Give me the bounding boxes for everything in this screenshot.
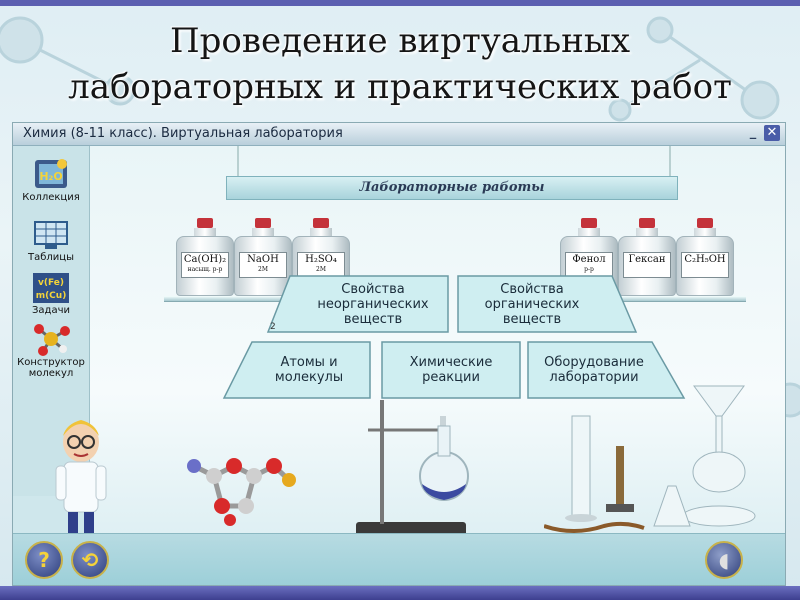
sound-button[interactable]: ◖ (705, 541, 743, 579)
category-shape (527, 341, 686, 399)
category-label: Свойства органических веществ (484, 281, 580, 327)
bottle-neck (578, 228, 600, 238)
back-button[interactable]: ⟲ (71, 541, 109, 579)
lab-works-header: Лабораторные работы (226, 176, 678, 200)
svg-text:m(Cu): m(Cu) (36, 291, 67, 301)
window-title-bar[interactable]: Химия (8-11 класс). Виртуальная лаборато… (13, 123, 785, 146)
sidebar-item-molecule-constructor[interactable]: Конструктор молекул (13, 321, 89, 379)
slide-frame-top (0, 0, 800, 6)
tables-icon (34, 221, 68, 249)
bottle-cap (197, 218, 213, 228)
bottle-label: Гексан (623, 252, 671, 278)
slide-title-line-2: лабораторных и практических работ (68, 67, 732, 107)
svg-text:v(Fe): v(Fe) (38, 278, 64, 288)
sidebar-item-tasks[interactable]: v(Fe) m(Cu) Задачи (13, 271, 89, 316)
category-label: Химические реакции (409, 355, 493, 385)
bottle-label-formula: C₂H₅OH (684, 254, 726, 265)
category-atoms-molecules[interactable]: Атомы и молекулы (222, 340, 372, 400)
bottle-cap (255, 218, 271, 228)
reagent-bottle-ethanol[interactable]: C₂H₅OH (676, 218, 734, 296)
reagent-bottle-hexane[interactable]: Гексан (618, 218, 676, 296)
category-label: Атомы и молекулы (274, 355, 344, 385)
category-shape (222, 341, 371, 399)
left-shelf (164, 296, 364, 302)
slide-title: Проведение виртуальных лабораторных и пр… (0, 18, 800, 110)
molecule-model-image (187, 458, 296, 526)
sign-hangers-decoration (237, 146, 671, 176)
close-button[interactable]: ✕ (764, 125, 780, 141)
help-button[interactable]: ? (25, 541, 63, 579)
sidebar-item-label: Задачи (32, 305, 70, 316)
lab-equipment-image (544, 385, 756, 533)
minimize-button[interactable]: _ (749, 125, 757, 140)
category-organic-substances[interactable]: Свойства органических веществ (456, 274, 638, 334)
category-label: Оборудование лаборатории (544, 355, 644, 385)
category-shape (381, 341, 521, 399)
bottle-label-formula: Фенол (572, 254, 606, 265)
bottle-neck (694, 228, 716, 238)
bottle-cap (313, 218, 329, 228)
virtual-lab-window: Химия (8-11 класс). Виртуальная лаборато… (12, 122, 786, 586)
page-number: 2 (270, 322, 276, 332)
speaker-icon: ◖ (718, 548, 730, 572)
bottle-neck (636, 228, 658, 238)
bottle-cap (581, 218, 597, 228)
category-inorganic-substances[interactable]: Свойства неорганических веществ (266, 274, 450, 334)
help-icon: ? (38, 548, 50, 572)
window-title: Химия (8-11 класс). Виртуальная лаборато… (23, 126, 343, 141)
sidebar-item-collection[interactable]: H₂O Коллекция (13, 156, 89, 203)
sidebar-item-label: Коллекция (22, 192, 80, 203)
bottle-label-concentration: 2M (316, 266, 326, 273)
bottom-toolbar: ? ⟲ ◖ (13, 533, 785, 585)
bottle-label-formula: H₂SO₄ (305, 254, 337, 265)
back-icon: ⟲ (81, 548, 99, 572)
collection-icon: H₂O (35, 159, 67, 188)
bottle-label-formula: Гексан (628, 254, 666, 265)
sidebar-item-label: Конструктор молекул (17, 357, 85, 379)
bottle-label-concentration: насыщ. р-р (187, 266, 223, 273)
bottle-label: C₂H₅OH (681, 252, 729, 278)
bottle-cap (697, 218, 713, 228)
bottle-neck (194, 228, 216, 238)
category-shape (457, 275, 638, 333)
slide-frame-bottom (0, 586, 800, 600)
sidebar-item-tables[interactable]: Таблицы (13, 216, 89, 263)
bottle-neck (252, 228, 274, 238)
bottle-label-concentration: р-р (584, 266, 594, 273)
bottle-cap (639, 218, 655, 228)
category-chemical-reactions[interactable]: Химические реакции (380, 340, 522, 400)
tasks-icon: v(Fe) m(Cu) (33, 273, 69, 303)
category-shape (266, 275, 449, 333)
molecule-constructor-icon (34, 324, 70, 356)
bottle-neck (310, 228, 332, 238)
bottle-label-formula: NaOH (247, 254, 279, 265)
bottle-label-formula: Ca(OH)₂ (183, 254, 227, 265)
sidebar-item-label: Таблицы (28, 252, 74, 263)
right-shelf (546, 296, 746, 302)
retort-stand-with-flask-image (356, 400, 469, 542)
svg-text:H₂O: H₂O (39, 170, 62, 183)
bottle-label-concentration: 2M (258, 266, 268, 273)
category-label: Свойства неорганических веществ (317, 281, 429, 327)
slide-title-line-1: Проведение виртуальных (169, 21, 631, 61)
category-lab-equipment[interactable]: Оборудование лаборатории (526, 340, 686, 400)
